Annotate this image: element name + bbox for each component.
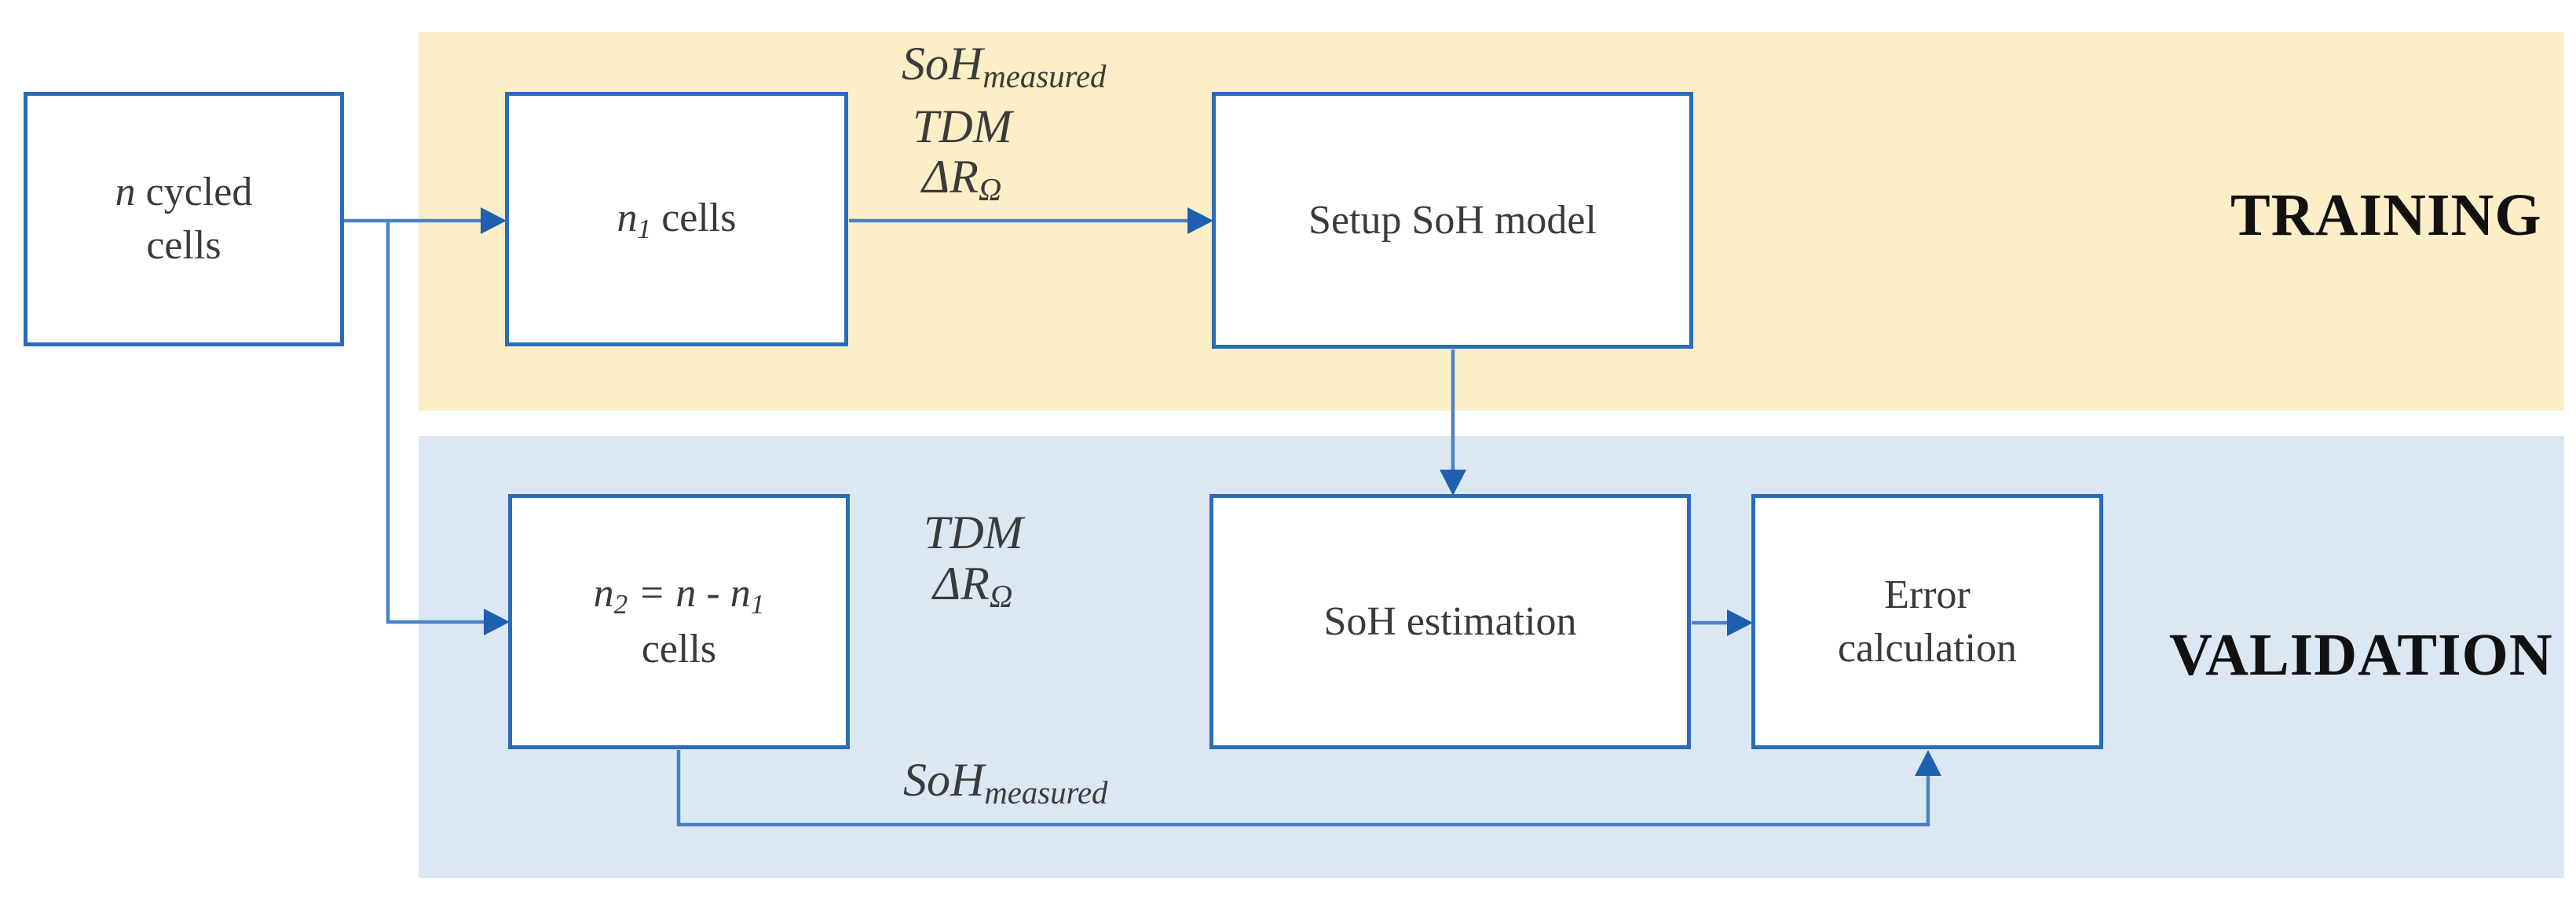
error-calculation-line2: calculation xyxy=(1837,625,2018,671)
n-cycled-cells-line2: cells xyxy=(146,223,221,268)
n1-cells-box: n1 cells xyxy=(505,92,848,346)
soh-estimation-box: SoH estimation xyxy=(1209,494,1691,749)
training-delta-r-label: ΔRΩ xyxy=(922,151,1002,208)
n1-cells-label: n1 cells xyxy=(617,195,737,244)
arrow-branch-to-n2 xyxy=(386,221,510,635)
arrow-sohestimation-to-error xyxy=(1692,609,1753,636)
n-cycled-cells-line1: n cycled xyxy=(115,170,253,215)
n-cycled-cells-box: n cycled cells xyxy=(24,92,344,346)
training-tdm-label: TDM xyxy=(913,101,1012,152)
training-soh-measured-label: SoHmeasured xyxy=(902,38,1107,95)
setup-soh-model-box: Setup SoH model xyxy=(1212,92,1693,349)
training-band-label: TRAINING xyxy=(2230,182,2542,248)
arrow-n1-to-setup xyxy=(849,207,1213,234)
setup-soh-model-label: Setup SoH model xyxy=(1308,197,1597,243)
validation-tdm-label: TDM xyxy=(924,507,1023,558)
soh-estimation-label: SoH estimation xyxy=(1323,598,1577,644)
arrow-setup-to-sohestimation xyxy=(1440,349,1466,496)
n2-cells-line2: cells xyxy=(641,627,717,672)
validation-delta-r-label: ΔRΩ xyxy=(933,558,1013,615)
arrow-n2-feedback-to-error xyxy=(676,750,1941,827)
error-calculation-box: Error calculation xyxy=(1751,494,2103,749)
error-calculation-line1: Error xyxy=(1884,572,1970,617)
validation-band-label: VALIDATION xyxy=(2169,622,2553,688)
arrow-ncycled-to-n1 xyxy=(344,207,507,234)
validation-soh-measured-label: SoHmeasured xyxy=(903,754,1108,811)
n2-cells-box: n2 = n - n1 cells xyxy=(508,494,850,749)
n2-cells-line1: n2 = n - n1 xyxy=(593,571,765,620)
